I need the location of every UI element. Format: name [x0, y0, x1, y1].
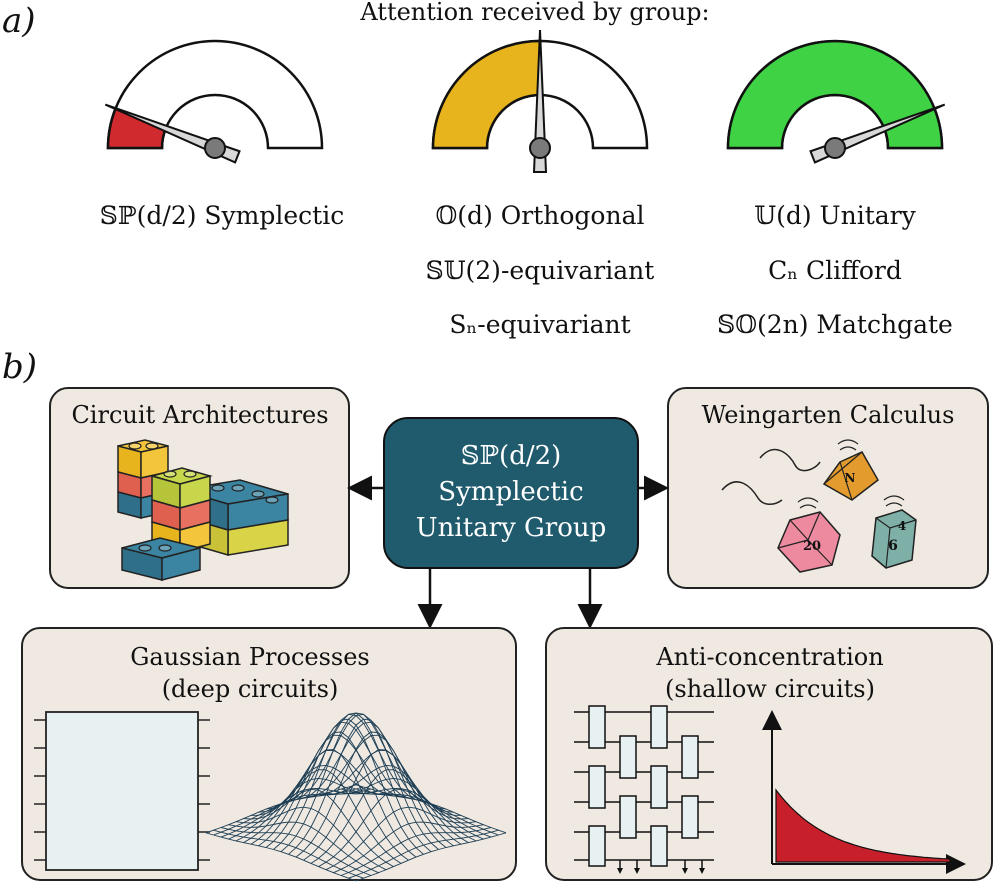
two-qubit-gate: [681, 735, 699, 779]
mesh-line: [348, 829, 499, 879]
two-qubit-gate: [650, 825, 668, 867]
two-qubit-gate: [588, 705, 606, 749]
measurement-arrowhead: [699, 868, 705, 874]
circuit-architectures-title: Circuit Architectures: [71, 401, 328, 429]
caption-su2-equivariant: 𝕊𝕌(2)-equivariant: [426, 256, 655, 285]
die-label-6: 6: [888, 538, 898, 554]
die-label-20: 20: [803, 539, 821, 554]
decay-plot: [762, 710, 966, 874]
caption-sn-equivariant: Sₙ-equivariant: [449, 310, 630, 339]
gauge-fill-unitary: [726, 39, 944, 150]
gaussian-title-2: (deep circuits): [162, 675, 339, 703]
caption-clifford: Cₙ Clifford: [768, 256, 902, 285]
gauge-unitary: [726, 39, 946, 164]
mesh-line: [273, 713, 424, 850]
panel-a-title: Attention received by group:: [359, 0, 709, 26]
caption-matchgate: 𝕊𝕆(2n) Matchgate: [717, 310, 953, 339]
two-qubit-gate: [619, 795, 637, 839]
mesh-line: [228, 788, 379, 840]
mesh-line: [258, 734, 409, 847]
two-qubit-gate: [650, 765, 668, 809]
mesh-line: [265, 721, 417, 848]
panel-b-label: b): [2, 347, 37, 387]
mesh-line: [355, 832, 507, 882]
caption-symplectic: 𝕊ℙ(d/2) Symplectic: [100, 201, 344, 230]
measurement-arrowhead: [634, 868, 640, 874]
mesh-line: [340, 827, 492, 876]
two-qubit-gate: [650, 705, 668, 749]
central-group-box: [383, 417, 639, 569]
measurement-arrowhead: [617, 868, 623, 874]
gaussian-surface-plot: [205, 712, 507, 882]
mesh-line: [243, 764, 394, 843]
measurement-arrowhead: [682, 868, 688, 874]
lego-bricks-illustration: [117, 439, 289, 581]
dice-illustration: 20 6 4 N: [721, 439, 917, 573]
die-label-n: N: [845, 471, 856, 485]
anti-title-2: (shallow circuits): [665, 675, 875, 703]
two-qubit-gate: [588, 765, 606, 809]
central-line-3: Unitary Group: [416, 513, 607, 543]
gauge-symplectic: [104, 39, 324, 164]
mesh-line: [310, 769, 462, 864]
anti-concentration-box: [545, 627, 993, 881]
mesh-line: [288, 718, 439, 855]
panel-a-label: a): [2, 1, 36, 41]
gauge-orthogonal: [431, 29, 649, 173]
mesh-line: [235, 777, 387, 842]
gauge-fill-orthogonal: [431, 39, 542, 150]
caption-unitary: 𝕌(d) Unitary: [754, 201, 916, 230]
two-qubit-gate: [681, 795, 699, 839]
gauge-needle-orthogonal: [532, 29, 548, 173]
gauge-pivot-orthogonal: [529, 137, 551, 159]
caption-orthogonal: 𝕆(d) Orthogonal: [436, 201, 645, 230]
two-qubit-gate: [588, 825, 606, 867]
gauge-pivot-symplectic: [204, 137, 226, 159]
mesh-line: [333, 821, 484, 874]
central-line-1: 𝕊ℙ(d/2): [461, 441, 562, 471]
deep-circuit-block: [34, 711, 210, 871]
mesh-line: [220, 788, 372, 838]
gauges-group: [104, 29, 946, 173]
shallow-circuit-diagram: [574, 705, 714, 874]
anti-title-1: Anti-concentration: [655, 643, 883, 671]
two-qubit-gate: [619, 735, 637, 779]
mesh-line: [325, 806, 477, 871]
gauge-dial-symplectic: [106, 39, 324, 150]
die-label-4: 4: [898, 519, 906, 533]
mesh-line: [280, 712, 432, 853]
weingarten-calculus-title: Weingarten Calculus: [702, 401, 955, 429]
decay-curve-area: [775, 788, 951, 863]
mesh-line: [318, 788, 469, 867]
mesh-line: [303, 749, 454, 861]
central-line-2: Symplectic: [438, 477, 583, 507]
gaussian-title-1: Gaussian Processes: [130, 643, 370, 671]
gauge-pivot-unitary: [824, 137, 846, 159]
